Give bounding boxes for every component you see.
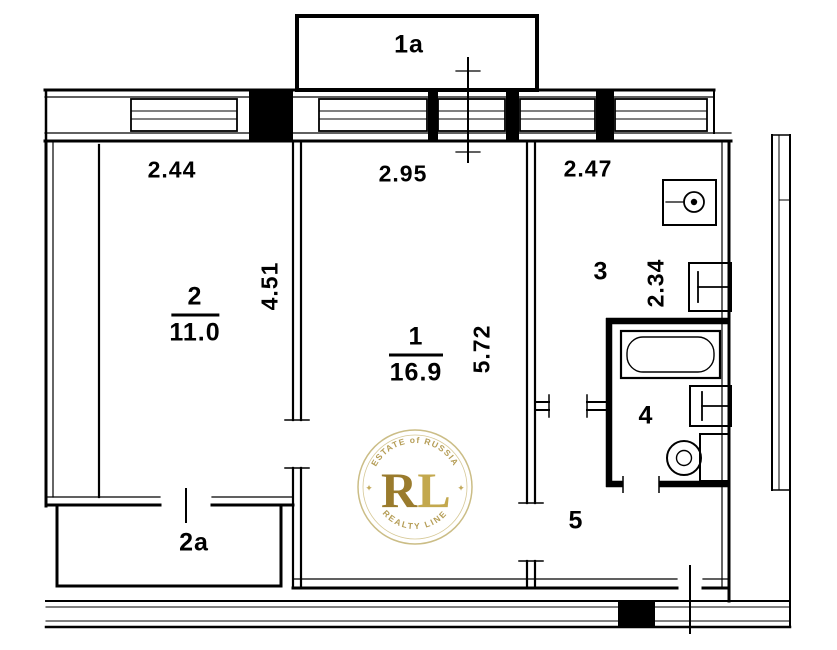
- dimension-room1-width: 2.95: [378, 160, 428, 187]
- wall-pier: [428, 90, 438, 141]
- left-outer-wall: [44, 139, 101, 508]
- room-label-bathroom: 4: [638, 401, 654, 430]
- stair-threshold: [618, 602, 655, 626]
- window: [130, 98, 238, 132]
- room-label-hallway: 5: [568, 506, 584, 535]
- room-label-balcony-1a: 1a: [394, 30, 424, 59]
- window: [437, 98, 506, 132]
- wall-pier: [506, 90, 519, 141]
- dimension-room1-depth: 5.72: [468, 324, 495, 374]
- room-label-room1: 1: [408, 322, 424, 351]
- wall-pier: [596, 90, 614, 141]
- dimension-kitchen-width: 2.47: [563, 155, 613, 182]
- room1-number-area: 1 16.9: [389, 322, 443, 387]
- interior-wall-room1-room2: [284, 139, 310, 590]
- watermark-star-left-icon: ✦: [365, 483, 373, 493]
- facade-wall-with-windows: [43, 88, 733, 143]
- right-outer-wall: [721, 139, 731, 603]
- watermark-logo: ESTATE of RUSSIA REALTY LINE ✦ ✦ R L: [357, 429, 473, 545]
- kitchen-hallway-wall: [534, 394, 610, 418]
- watermark-letter-r: R: [381, 462, 418, 518]
- bathtub-icon: [619, 329, 722, 380]
- building-base-lines: [44, 600, 792, 629]
- room-label-room2: 2: [187, 282, 203, 311]
- dimension-kitchen-depth: 2.34: [642, 258, 669, 308]
- adjacent-structure-lines: [771, 134, 791, 628]
- window: [519, 98, 596, 132]
- room2-number-area: 2 11.0: [169, 282, 221, 347]
- balcony-door-mark: [455, 57, 481, 163]
- room-label-balcony-2a: 2a: [179, 528, 209, 557]
- fraction-bar: [171, 313, 219, 317]
- room-area-room1: 16.9: [389, 358, 443, 387]
- room-label-kitchen: 3: [593, 257, 609, 286]
- bottom-outer-wall: [291, 578, 731, 590]
- window: [614, 98, 708, 132]
- room-area-room2: 11.0: [169, 318, 221, 347]
- room2-bottom-wall: [44, 488, 295, 523]
- window: [318, 98, 428, 132]
- washbasin-icon: [689, 385, 732, 427]
- kitchen-sink-icon: [662, 179, 717, 226]
- bathroom-walls: [605, 317, 729, 493]
- dimension-room2-depth: 4.51: [256, 261, 283, 311]
- watermark-star-right-icon: ✦: [457, 483, 465, 493]
- dimension-room2-width: 2.44: [147, 156, 197, 183]
- fraction-bar: [389, 353, 443, 357]
- interior-wall-room1-hallway: [518, 139, 544, 590]
- balcony-2a: [55, 503, 283, 588]
- watermark-letter-l: L: [417, 462, 450, 518]
- kitchen-stove-icon: [688, 262, 732, 312]
- toilet-icon: [666, 433, 730, 482]
- wall-pier: [249, 90, 293, 141]
